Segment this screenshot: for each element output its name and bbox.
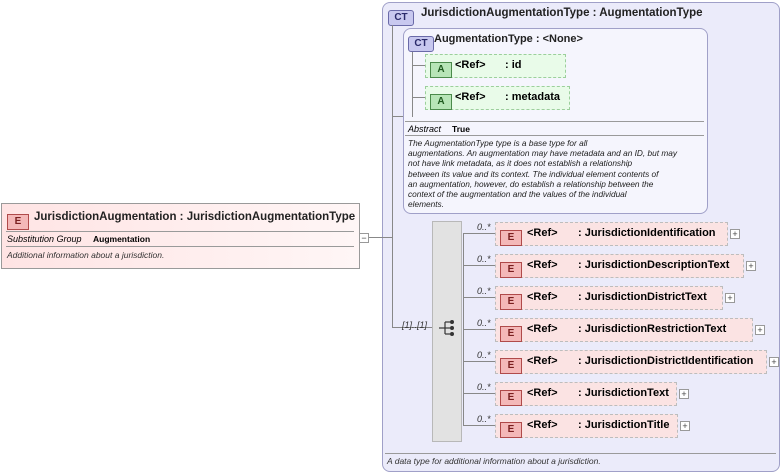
sequence-element-item[interactable]: E <Ref> : JurisdictionTitle [495,414,678,438]
prop-divider [6,246,354,247]
expand-icon[interactable]: + [755,325,765,335]
element-icon: E [500,291,522,310]
expand-icon[interactable]: + [680,421,690,431]
collapse-toggle-icon[interactable]: − [359,233,369,243]
attr-connector-vertical [412,52,413,117]
item-connector [463,361,495,362]
element-icon: E [500,227,522,246]
attr-connector-1 [412,65,425,66]
attr-connector-2 [412,97,425,98]
element-title: JurisdictionAugmentation : JurisdictionA… [34,211,356,223]
outer-connector-vertical [392,25,393,237]
connector-line [369,237,382,238]
element-icon: E [500,355,522,374]
inner-type-title: AugmentationType : <None> [434,33,583,45]
element-badge-icon: E [7,211,29,230]
attribute-id[interactable]: A <Ref> : id [425,54,566,78]
element-name: : JurisdictionIdentification [578,227,716,239]
attribute-name: : metadata [505,91,561,103]
expand-icon[interactable]: + [725,293,735,303]
inner-type-doc: The AugmentationType type is a base type… [408,138,678,210]
element-ref: <Ref> [527,291,558,303]
complex-type-icon: CT [388,7,414,26]
sequence-connector [392,327,432,328]
element-doc: Additional information about a jurisdict… [7,250,165,260]
occurrence-label: 0..* [477,286,491,296]
outer-type-title: JurisdictionAugmentationType : Augmentat… [421,7,703,19]
inner-complex-type-icon: CT [408,33,434,52]
item-connector [463,297,495,298]
item-connector [463,329,495,330]
occurrence-label: 0..* [477,414,491,424]
expand-icon[interactable]: + [746,261,756,271]
outer-connector-entry [382,237,392,238]
expand-icon[interactable]: + [769,357,779,367]
item-connector [463,425,495,426]
occurrence-label: 0..* [477,350,491,360]
inner-type-connector [392,116,403,117]
occurrence-label: 0..* [477,382,491,392]
sequence-element-item[interactable]: E <Ref> : JurisdictionText [495,382,677,406]
element-icon: E [500,419,522,438]
abstract-label: Abstract [408,124,442,134]
outer-divider [385,453,776,454]
item-connector [463,265,495,266]
element-icon: E [500,387,522,406]
attribute-icon: A [430,91,452,110]
element-ref: <Ref> [527,355,558,367]
inner-divider-2 [405,135,704,136]
element-name: : JurisdictionDistrictText [578,291,707,303]
sequence-element-item[interactable]: E <Ref> : JurisdictionDescriptionText [495,254,744,278]
attribute-metadata[interactable]: A <Ref> : metadata [425,86,570,110]
outer-type-doc: A data type for additional information a… [387,456,601,466]
expand-icon[interactable]: + [679,389,689,399]
element-name: : JurisdictionDescriptionText [578,259,730,271]
element-ref: <Ref> [527,387,558,399]
inner-divider-1 [405,121,704,122]
element-ref: <Ref> [527,227,558,239]
sequence-element-item[interactable]: E <Ref> : JurisdictionRestrictionText [495,318,753,342]
attribute-icon: A [430,59,452,78]
sequence-connector-vertical [392,237,393,327]
sequence-element-item[interactable]: E <Ref> : JurisdictionDistrictText [495,286,723,310]
sequence-icon [438,319,456,337]
sequence-cardinality: [1]..[1] [402,320,428,330]
expand-icon[interactable]: + [730,229,740,239]
element-name: : JurisdictionDistrictIdentification [578,355,754,367]
abstract-value: True [452,124,470,134]
title-divider [6,231,354,232]
occurrence-label: 0..* [477,254,491,264]
element-icon: E [500,323,522,342]
substitution-group-value: Augmentation [93,234,151,244]
attribute-ref: <Ref> [455,91,486,103]
element-ref: <Ref> [527,323,558,335]
substitution-group-label: Substitution Group [7,234,82,244]
element-name: : JurisdictionTitle [578,419,670,431]
element-ref: <Ref> [527,419,558,431]
element-icon: E [500,259,522,278]
element-ref: <Ref> [527,259,558,271]
occurrence-label: 0..* [477,318,491,328]
item-connector [463,233,495,234]
attribute-name: : id [505,59,522,71]
element-name: : JurisdictionText [578,387,669,399]
occurrence-label: 0..* [477,222,491,232]
sequence-element-item[interactable]: E <Ref> : JurisdictionIdentification [495,222,728,246]
sequence-element-item[interactable]: E <Ref> : JurisdictionDistrictIdentificati… [495,350,767,374]
jurisdiction-augmentation-element[interactable]: E JurisdictionAugmentation : Jurisdictio… [1,203,360,269]
element-name: : JurisdictionRestrictionText [578,323,727,335]
attribute-ref: <Ref> [455,59,486,71]
sequence-compositor[interactable] [432,221,462,442]
item-connector [463,393,495,394]
